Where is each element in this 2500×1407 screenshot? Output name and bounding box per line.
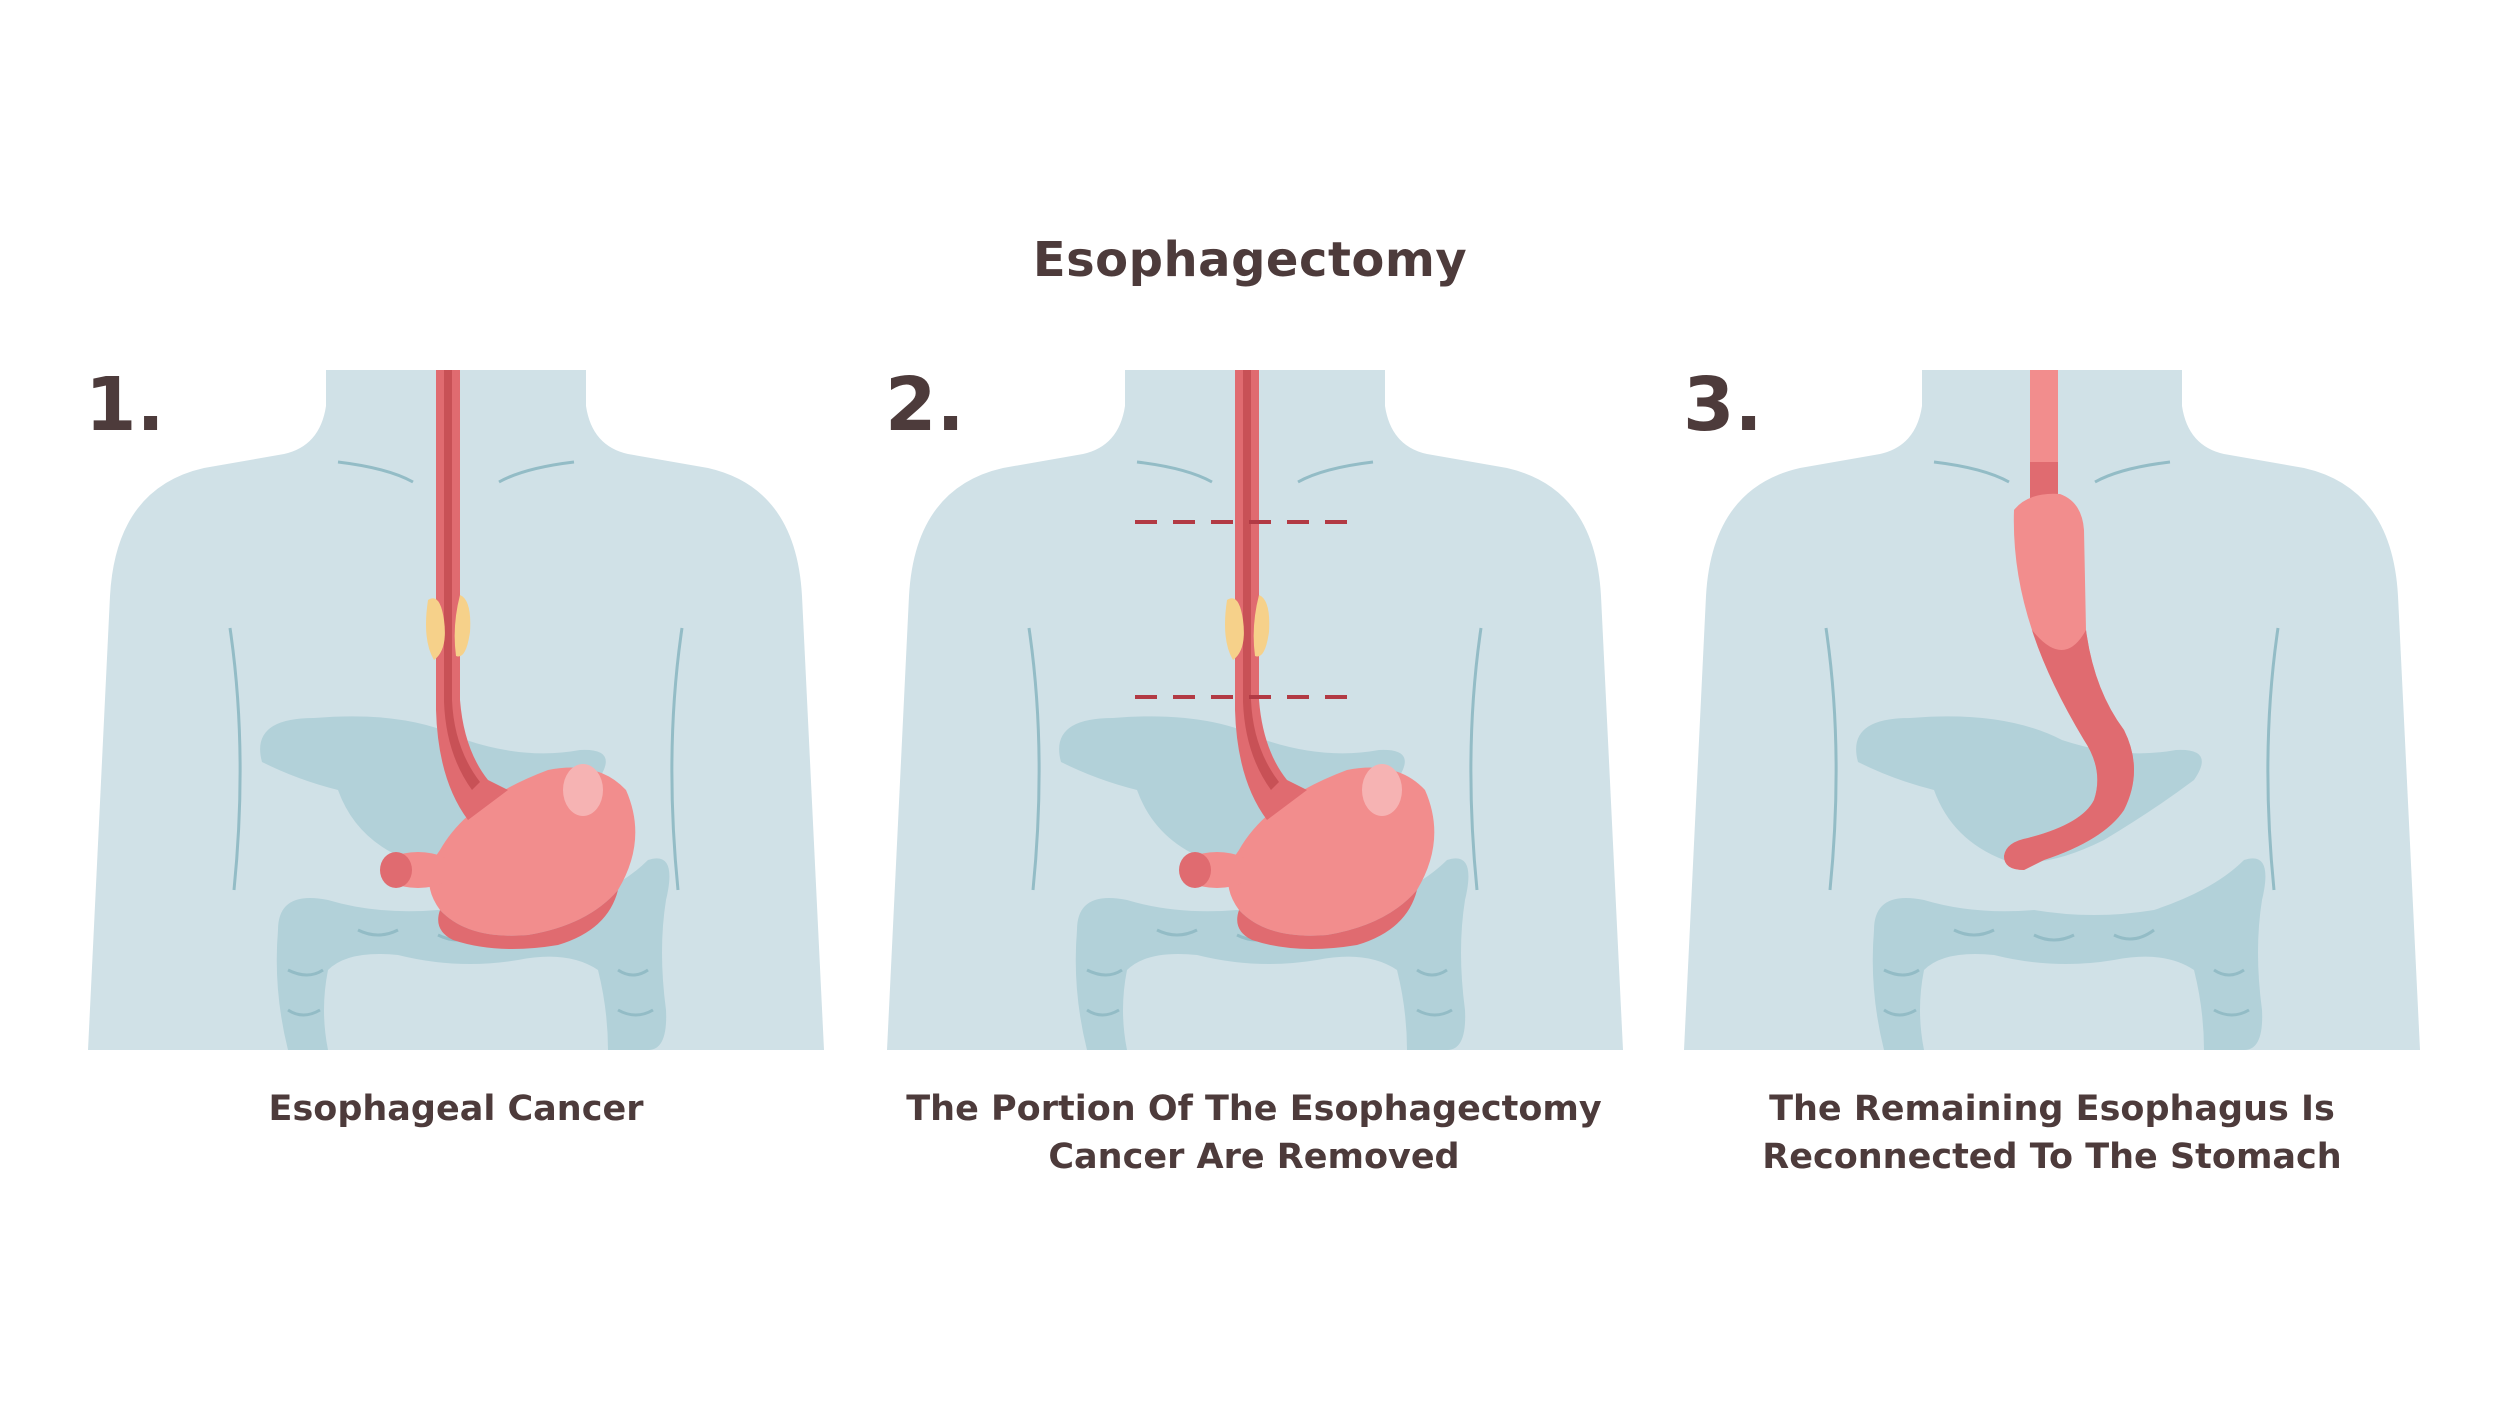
- step-3-illustration: [1684, 370, 2420, 1050]
- step-2-caption-line-2: Cancer Are Removed: [1048, 1137, 1460, 1177]
- step-3-caption-line-2: Reconnected To The Stomach: [1762, 1137, 2342, 1177]
- step-1-number: 1.: [85, 362, 165, 448]
- step-3-caption: The Remaining Esophagus Is Reconnected T…: [1662, 1085, 2442, 1181]
- stomach: [1179, 764, 1435, 949]
- esophagus: [426, 370, 508, 820]
- step-2-caption-line-1: The Portion Of The Esophagectomy: [906, 1089, 1602, 1129]
- diagram-title: Esophagectomy: [1032, 232, 1468, 288]
- esophagus: [1225, 370, 1307, 820]
- step-1-caption-line-1: Esophageal Cancer: [268, 1089, 644, 1129]
- reconstructed-esophagus: [2004, 370, 2134, 870]
- step-2-illustration: [887, 370, 1623, 1050]
- step-3-number: 3.: [1683, 362, 1763, 448]
- step-3-caption-line-1: The Remaining Esophagus Is: [1769, 1089, 2335, 1129]
- step-1-illustration: [88, 370, 824, 1050]
- step-1-caption: Esophageal Cancer: [66, 1085, 846, 1133]
- step-2-number: 2.: [885, 362, 965, 448]
- step-2-caption: The Portion Of The Esophagectomy Cancer …: [864, 1085, 1644, 1181]
